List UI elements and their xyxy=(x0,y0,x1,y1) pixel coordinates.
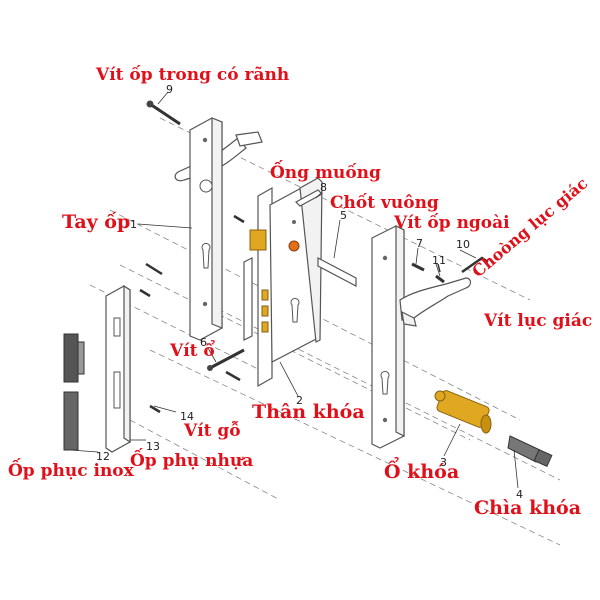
label-spindle-tube: Ống muống xyxy=(270,160,381,183)
label-wood-screw: Vít gỗ xyxy=(183,421,241,441)
part-number-9: 9 xyxy=(166,83,173,96)
lock-body xyxy=(243,177,323,388)
lock-cylinder xyxy=(434,390,492,434)
part-number-10: 10 xyxy=(456,238,470,251)
label-plastic-plate: Ốp phụ nhựa xyxy=(130,448,253,471)
label-stainless-plate: Ốp phục inox xyxy=(8,458,135,481)
label-square-spindle: Chốt vuông xyxy=(330,193,439,213)
part-number-6: 6 xyxy=(200,336,207,349)
label-inner-handle-plate: Tay ốp xyxy=(62,211,130,233)
part-numbers: 9 1 8 5 7 10 11 6 2 3 4 12 13 14 xyxy=(96,83,523,501)
label-lock-cylinder: Ổ khóa xyxy=(384,456,459,483)
outer-handle-plate xyxy=(371,225,472,449)
part-number-11: 11 xyxy=(432,254,446,267)
part-number-1: 1 xyxy=(130,218,137,231)
part-number-3: 3 xyxy=(440,456,447,469)
part-number-4: 4 xyxy=(516,488,523,501)
part-number-13: 13 xyxy=(146,440,160,453)
part-number-14: 14 xyxy=(180,410,194,423)
wood-screws xyxy=(139,214,245,414)
part-number-2: 2 xyxy=(296,394,303,407)
leader-lines xyxy=(69,91,519,489)
part-number-5: 5 xyxy=(340,209,347,222)
square-spindle xyxy=(317,257,357,287)
inner-cover-screw xyxy=(146,100,181,126)
callout-labels: Vít ốp trong có rãnh Tay ốp Ống muống Ch… xyxy=(8,65,592,519)
label-hex-screw: Vít lục giác xyxy=(483,311,592,331)
label-cylinder-screw: Vít ổ xyxy=(169,339,215,361)
label-key: Chìa khóa xyxy=(474,497,581,519)
part-number-12: 12 xyxy=(96,450,110,463)
label-inner-cover-screw: Vít ốp trong có rãnh xyxy=(95,65,289,85)
label-outer-screw: Vít ốp ngoài xyxy=(393,213,510,233)
label-lock-body: Thân khóa xyxy=(252,401,365,423)
outer-screws xyxy=(411,262,445,284)
part-number-7: 7 xyxy=(416,237,423,250)
plastic-strike-plate xyxy=(105,284,131,453)
inner-handle-plate xyxy=(174,117,263,341)
key xyxy=(507,435,553,467)
spindle-tube xyxy=(295,189,323,207)
hex-key xyxy=(461,256,489,274)
part-number-8: 8 xyxy=(320,181,327,194)
stainless-strike-box xyxy=(63,333,85,451)
